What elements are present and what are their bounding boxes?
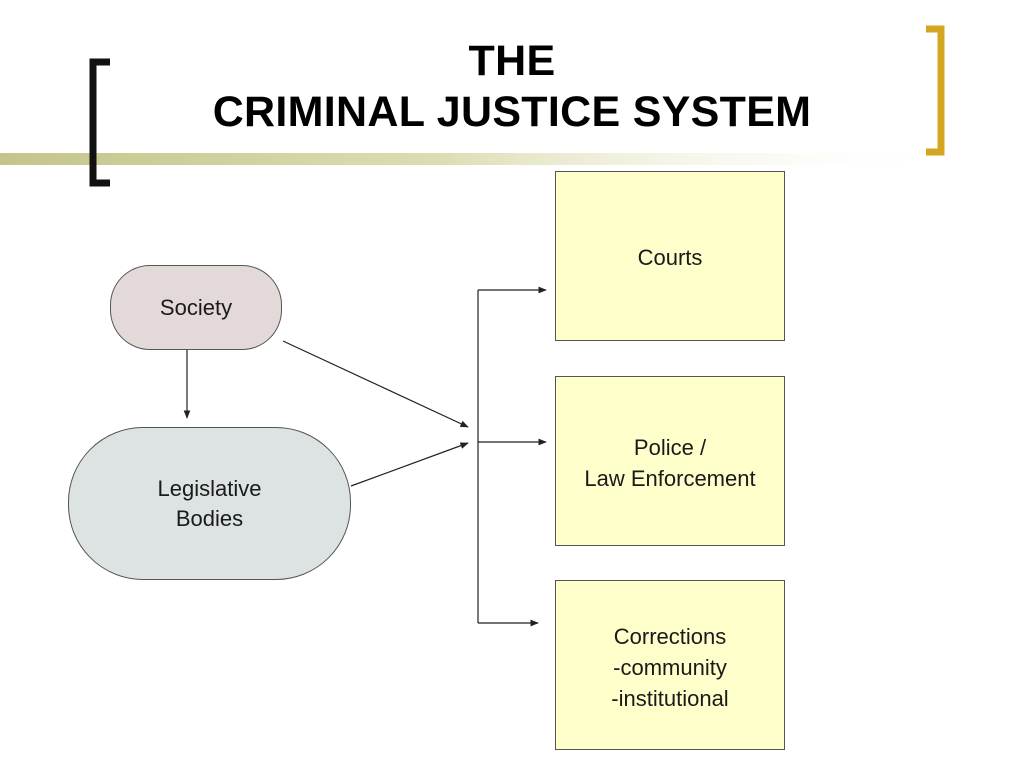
corrections-label-line-2: -community: [613, 655, 727, 680]
police-box: Police / Law Enforcement: [555, 376, 785, 546]
slide-title-line-1: THE: [468, 37, 556, 85]
society-label: Society: [159, 294, 233, 320]
slide-title-line-2: CRIMINAL JUSTICE SYSTEM: [212, 88, 812, 136]
police-label-line-1: Police /: [633, 435, 707, 460]
left-bracket: [89, 58, 110, 187]
courts-label: Courts: [637, 245, 703, 270]
legislative-label-line-2: Bodies: [175, 505, 244, 531]
corrections-box: Corrections -community -institutional: [555, 580, 785, 750]
society-node: Society: [110, 265, 282, 350]
corrections-label-line-1: Corrections: [613, 624, 727, 649]
courts-box: Courts: [555, 171, 785, 341]
arrow-society-to-branch: [282, 340, 469, 428]
police-label-line-2: Law Enforcement: [584, 466, 756, 491]
legislative-label-line-1: Legislative: [157, 475, 262, 501]
legislative-bodies-node: Legislative Bodies: [68, 427, 351, 580]
right-bracket: [926, 25, 945, 156]
slide-title: THE CRIMINAL JUSTICE SYSTEM: [112, 36, 912, 138]
arrow-legislative-to-branch: [350, 442, 469, 487]
title-accent-band: [0, 153, 960, 165]
corrections-label-line-3: -institutional: [611, 686, 729, 711]
